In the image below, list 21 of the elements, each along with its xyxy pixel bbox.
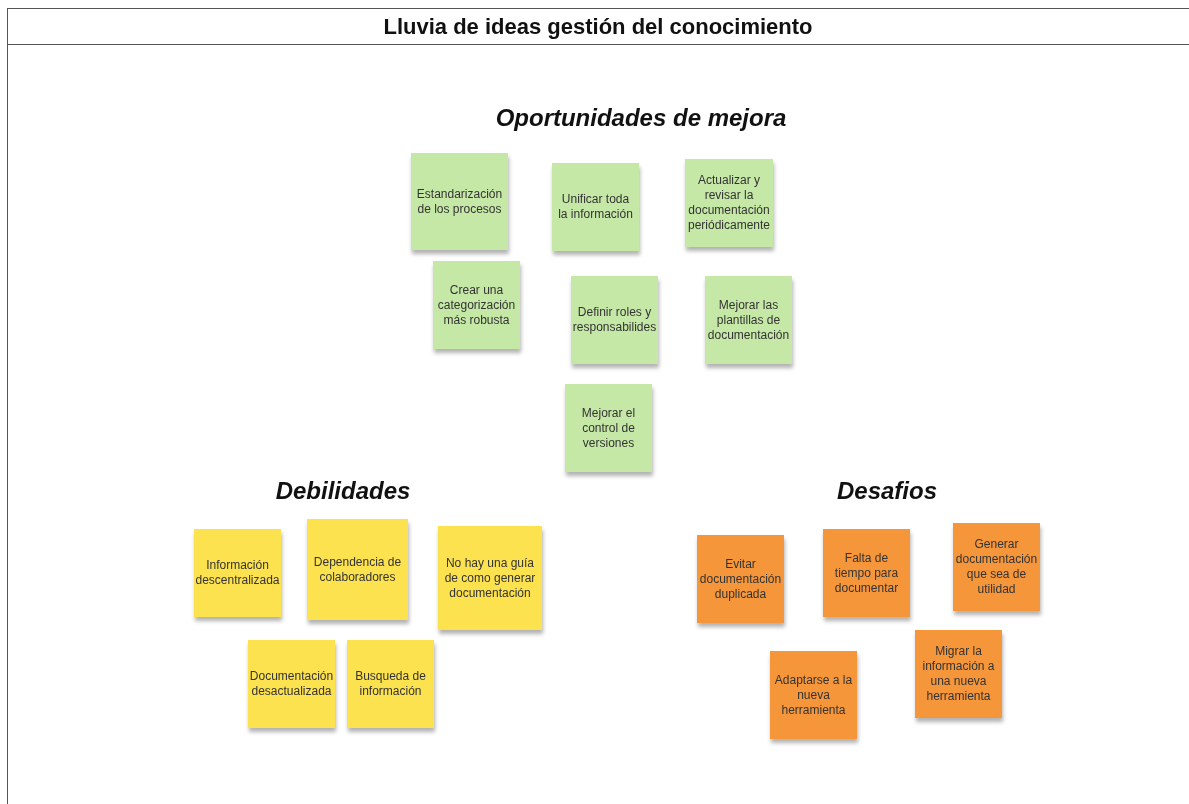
sticky-note: Actualizar y revisar la documentación periódicamente (685, 159, 773, 247)
sticky-note: Mejorar el control de versiones (565, 384, 652, 472)
sticky-note: Estandarización de los procesos (411, 153, 508, 250)
section-heading: Debilidades (275, 477, 411, 505)
sticky-note: Falta de tiempo para documentar (823, 529, 910, 617)
sticky-note: Dependencia de colaboradores (307, 519, 408, 620)
sticky-note: Mejorar las plantillas de documentación (705, 276, 792, 364)
diagram-title: Lluvia de ideas gestión del conocimiento (7, 8, 1189, 45)
sticky-note: Busqueda de información (347, 640, 434, 728)
section-heading: Desafios (837, 477, 937, 505)
sticky-note: Evitar documentación duplicada (697, 535, 784, 623)
sticky-note: Migrar la información a una nueva herramienta (915, 630, 1002, 718)
sticky-note: Unificar toda la información (552, 163, 639, 251)
sticky-note: Documentación desactualizada (248, 640, 335, 728)
section-heading: Oportunidades de mejora (495, 104, 787, 132)
sticky-note: Información descentralizada (194, 529, 281, 617)
sticky-note: Generar documentación que sea de utilidad (953, 523, 1040, 611)
sticky-note: Definir roles y responsabilides (571, 276, 658, 364)
sticky-note: Crear una categorización más robusta (433, 261, 520, 349)
sticky-note: No hay una guía de como generar documentación (438, 526, 542, 630)
sticky-note: Adaptarse a la nueva herramienta (770, 651, 857, 739)
